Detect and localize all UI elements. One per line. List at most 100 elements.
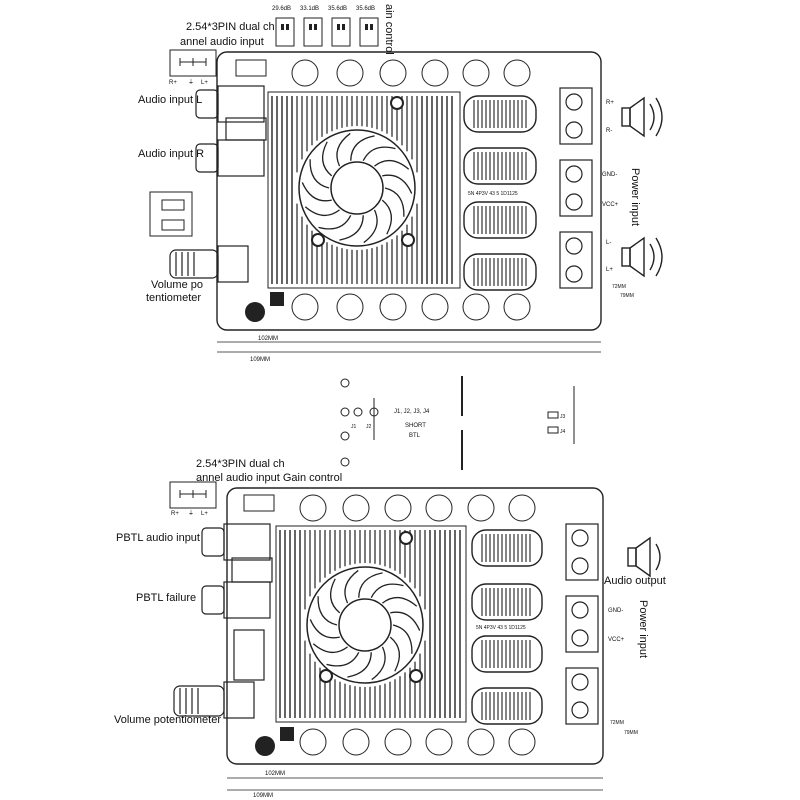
terminal-l-plus: L+ <box>606 267 613 273</box>
fan-blade <box>384 187 405 217</box>
rca-jacks <box>195 85 267 177</box>
volume-label-2: tentiometer <box>146 292 201 304</box>
fan-blade <box>363 209 378 244</box>
btl-label: BTL <box>409 433 421 439</box>
power-input-label: Power input <box>637 600 649 658</box>
fan-blade <box>312 643 348 653</box>
heatsink-fins <box>279 530 461 718</box>
pin-r-label: R+ <box>171 511 179 517</box>
gain-switches: 29.6dB 33.1dB 35.6dB 35.6dB ain control <box>272 4 395 55</box>
gain-control-label: ain control <box>383 4 395 55</box>
capacitor-row-top <box>299 494 536 522</box>
jumper-j2: J2 <box>366 424 372 430</box>
gain-value-1: 29.6dB <box>272 6 291 12</box>
capacitor-row-bottom <box>299 728 536 756</box>
fan-blade <box>336 132 351 167</box>
fan-blade <box>318 215 352 230</box>
terminal-r-plus: R+ <box>606 100 614 106</box>
terminal-l-minus: L- <box>606 240 611 246</box>
dim-102: 102MM <box>258 336 278 342</box>
mount-hole <box>409 669 423 683</box>
jumper-block <box>149 191 193 237</box>
capacitor-row-bottom <box>291 293 531 321</box>
mount-hole <box>399 531 413 545</box>
fan-blade <box>301 182 332 202</box>
pin-header-label-2: annel audio input Gain control <box>196 472 342 484</box>
fan-blade <box>390 611 421 631</box>
pin-l-label: L+ <box>201 511 208 517</box>
electrolytic-capacitor <box>255 736 275 756</box>
fan-blade <box>382 597 418 607</box>
terminal-gnd: GND- <box>602 172 617 178</box>
fan-blade <box>382 174 413 194</box>
pin-header-label-1: 2.54*3PIN dual ch <box>186 21 275 33</box>
chip-marking: 5N 4P3V 43 5 1D1125 <box>468 191 518 197</box>
electrolytic-capacitor <box>245 302 265 322</box>
audio-input-l-label: Audio input L <box>138 94 202 106</box>
volume-label-1: Volume po <box>151 279 203 291</box>
gain-switch-1 <box>275 17 295 47</box>
dim-79: 79MM <box>624 730 638 736</box>
dim-72: 72MM <box>612 284 626 290</box>
fan-blade <box>339 215 364 241</box>
gain-value-4: 35.6dB <box>356 6 375 12</box>
speaker-icon <box>627 536 661 578</box>
fan-blade <box>362 146 396 161</box>
fan-hub <box>338 598 392 652</box>
volume-potentiometer <box>173 681 255 719</box>
pin-l-label: L+ <box>201 80 208 86</box>
dim-72: 72MM <box>610 720 624 726</box>
jumper-list: J1, J2, J3, J4 <box>394 409 430 415</box>
top-board: 29.6dB 33.1dB 35.6dB 35.6dB ain control … <box>138 4 663 363</box>
pin-header-label-2: annel audio input <box>180 36 264 48</box>
pin-gnd-label: ⏚ <box>188 79 194 86</box>
fan-hub <box>330 161 384 215</box>
chip-marking: 5N 4P3V 43 5 1D1125 <box>476 625 526 631</box>
short-label: SHORT <box>405 423 426 429</box>
ic-chip <box>280 727 294 741</box>
mount-hole <box>401 233 415 247</box>
power-input-label: Power input <box>629 168 641 226</box>
fan-blade <box>350 135 375 161</box>
pin-gnd-label: ⏚ <box>188 510 194 517</box>
terminal-vcc: VCC+ <box>608 637 625 643</box>
pin-header-label-1: 2.54*3PIN dual ch <box>196 458 285 470</box>
fan-blade <box>392 624 413 654</box>
audio-output-label: Audio output <box>604 575 666 587</box>
fan-blade <box>304 206 340 216</box>
pin-header-connector <box>169 481 217 509</box>
capacitor-row-top <box>291 59 531 87</box>
jumper-j4: J4 <box>560 429 566 435</box>
bottom-board: 2.54*3PIN dual ch annel audio input Gain… <box>114 458 666 799</box>
fan-blade <box>374 160 410 170</box>
board-header <box>235 59 267 77</box>
heatsink <box>267 91 461 289</box>
pbtl-audio-input-label: PBTL audio input <box>116 532 200 544</box>
fan-blade <box>309 619 340 639</box>
ic-chip <box>270 292 284 306</box>
fan-blade <box>329 578 341 614</box>
dim-109: 109MM <box>250 357 270 363</box>
jumper-j3: J3 <box>560 414 566 420</box>
audio-input-r-label: Audio input R <box>138 148 204 160</box>
dim-79: 79MM <box>620 293 634 299</box>
gain-switch-4 <box>359 17 379 47</box>
dim-109: 109MM <box>253 793 273 799</box>
heatsink <box>275 525 467 723</box>
gain-value-2: 33.1dB <box>300 6 319 12</box>
fan-blade <box>344 569 359 604</box>
gain-value-3: 35.6dB <box>328 6 347 12</box>
fan-blade <box>371 646 386 681</box>
dim-102: 102MM <box>265 771 285 777</box>
fan-blade <box>347 652 372 678</box>
pbtl-failure-label: PBTL failure <box>136 592 196 604</box>
speaker-icon <box>621 236 663 278</box>
pin-r-label: R+ <box>169 80 177 86</box>
fan-blade <box>370 583 404 598</box>
terminal-r-minus: R- <box>606 128 612 134</box>
mount-hole <box>311 233 325 247</box>
rca-jacks <box>201 523 273 681</box>
pin-header-connector <box>169 49 217 77</box>
speaker-icon <box>621 96 663 138</box>
